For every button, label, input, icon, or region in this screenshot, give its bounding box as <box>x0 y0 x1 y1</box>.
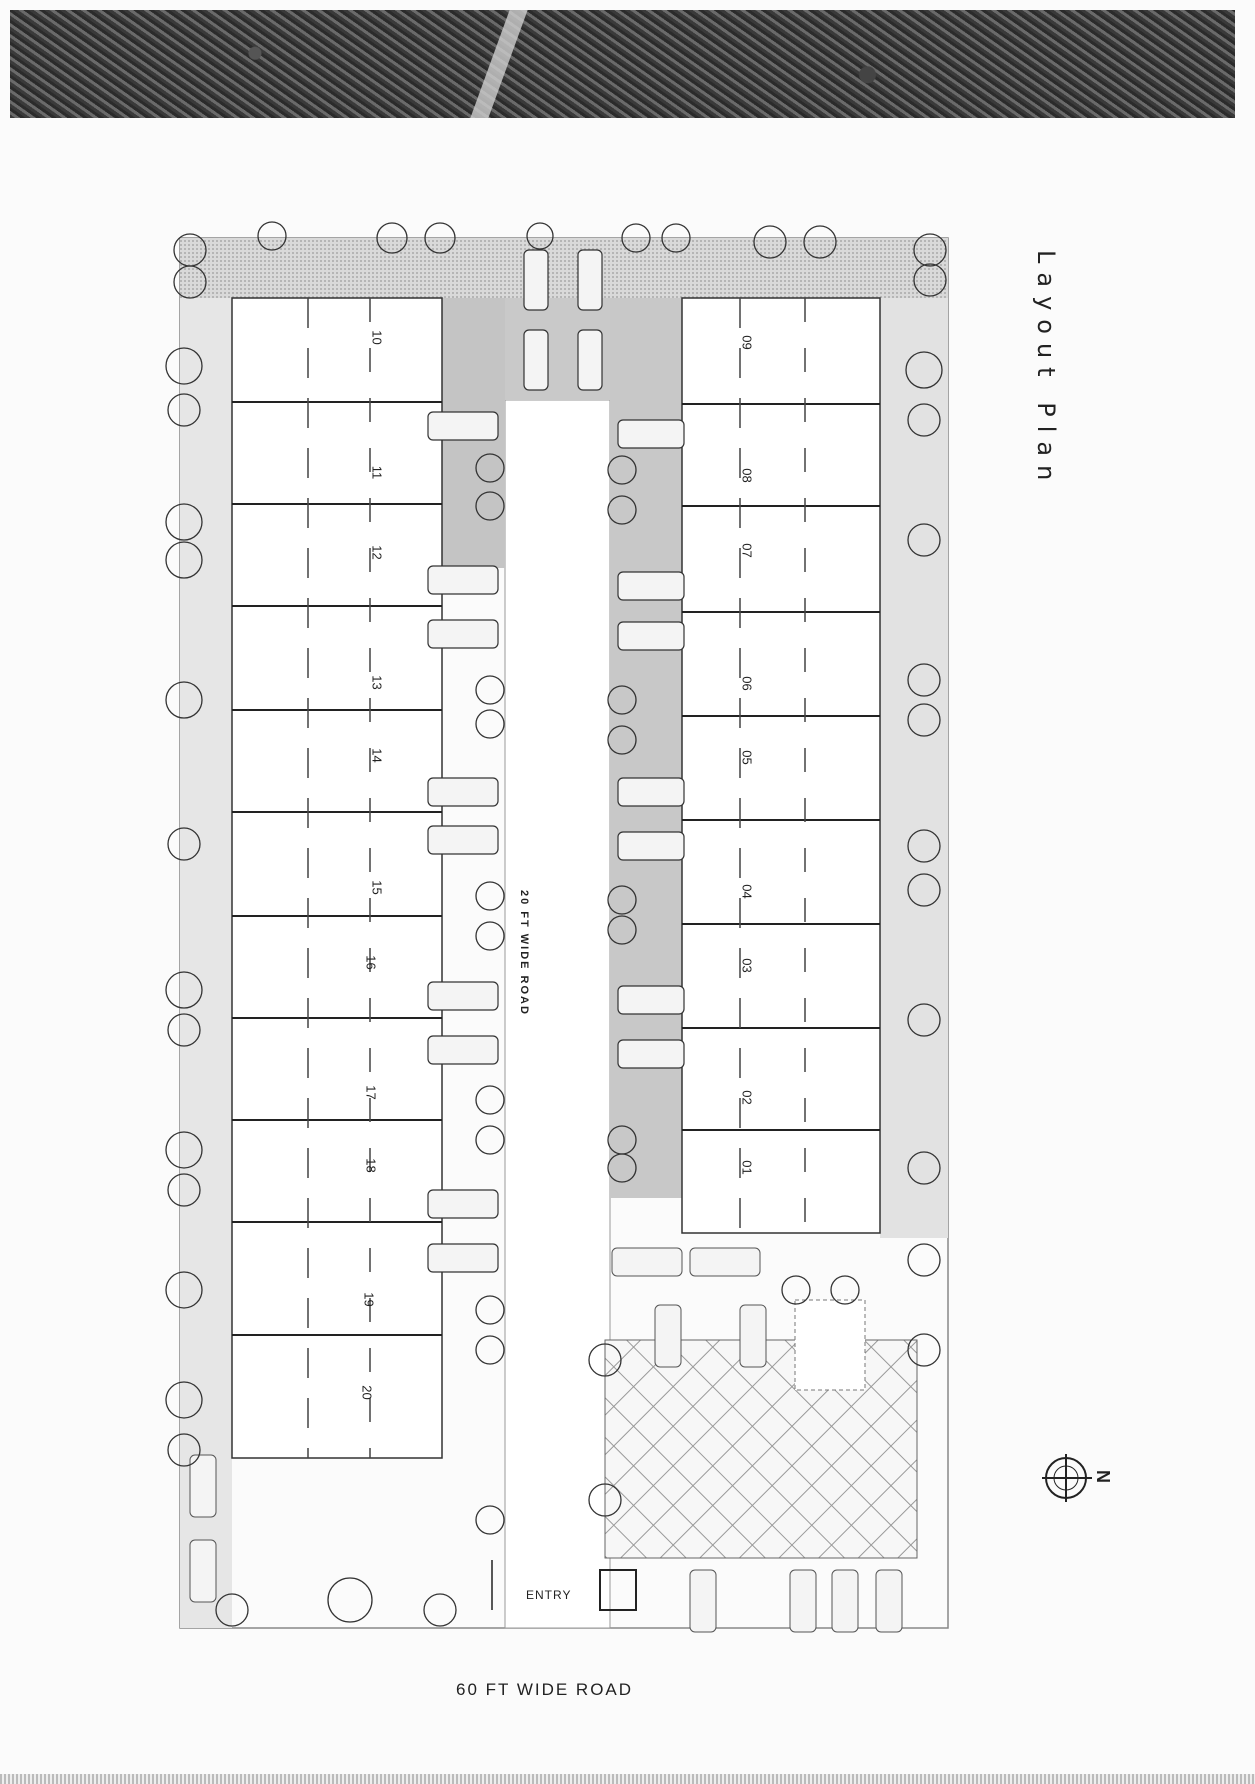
unit-number: 16 <box>363 955 379 970</box>
north-label: N <box>1093 1470 1113 1483</box>
right-party-walls <box>682 403 880 1131</box>
unit-number: 09 <box>739 335 755 350</box>
top-parking-cars <box>523 249 603 391</box>
unit-number: 19 <box>361 1292 377 1307</box>
main-road-label: 60 FT WIDE ROAD <box>456 1680 634 1699</box>
right-row-houses <box>681 297 881 1234</box>
plan-title: Layout Plan <box>1032 250 1060 490</box>
lattice-garden <box>604 1339 918 1559</box>
unit-number: 13 <box>369 675 385 690</box>
unit-number: 11 <box>369 465 385 480</box>
unit-number: 01 <box>739 1160 755 1175</box>
unit-number: 04 <box>739 884 755 899</box>
unit-number: 20 <box>359 1385 375 1400</box>
unit-number: 03 <box>739 958 755 973</box>
visitor-parking-cars <box>189 1247 903 1633</box>
unit-number: 07 <box>739 543 755 558</box>
north-arrow-icon <box>1042 1454 1092 1502</box>
inner-road-label: 20 FT WIDE ROAD <box>518 890 530 1016</box>
unit-number: 15 <box>369 880 385 895</box>
unit-number: 06 <box>739 676 755 691</box>
unit-number: 12 <box>369 545 385 560</box>
gate-house <box>599 1569 637 1611</box>
left-party-walls <box>232 401 442 1336</box>
unit-number: 18 <box>363 1158 379 1173</box>
right-parking-cars <box>617 419 685 1069</box>
unit-number: 17 <box>363 1085 379 1100</box>
gazebo <box>794 1299 866 1391</box>
west-landscape-strip <box>180 298 232 1628</box>
entry-label: ENTRY <box>526 1588 572 1602</box>
right-internal-walls <box>739 298 806 1233</box>
unit-number: 02 <box>739 1090 755 1105</box>
left-internal-walls <box>307 298 371 1458</box>
aerial-photo-strip <box>10 10 1235 118</box>
east-landscape-strip <box>880 298 948 1238</box>
left-row-houses <box>231 297 443 1459</box>
unit-number: 14 <box>369 748 385 763</box>
unit-number: 05 <box>739 750 755 765</box>
trees <box>165 221 947 1627</box>
unit-number: 10 <box>369 330 385 345</box>
north-service-strip <box>180 238 948 298</box>
scan-edge <box>0 1774 1255 1784</box>
unit-number: 08 <box>739 468 755 483</box>
left-parking-cars <box>427 411 499 1273</box>
